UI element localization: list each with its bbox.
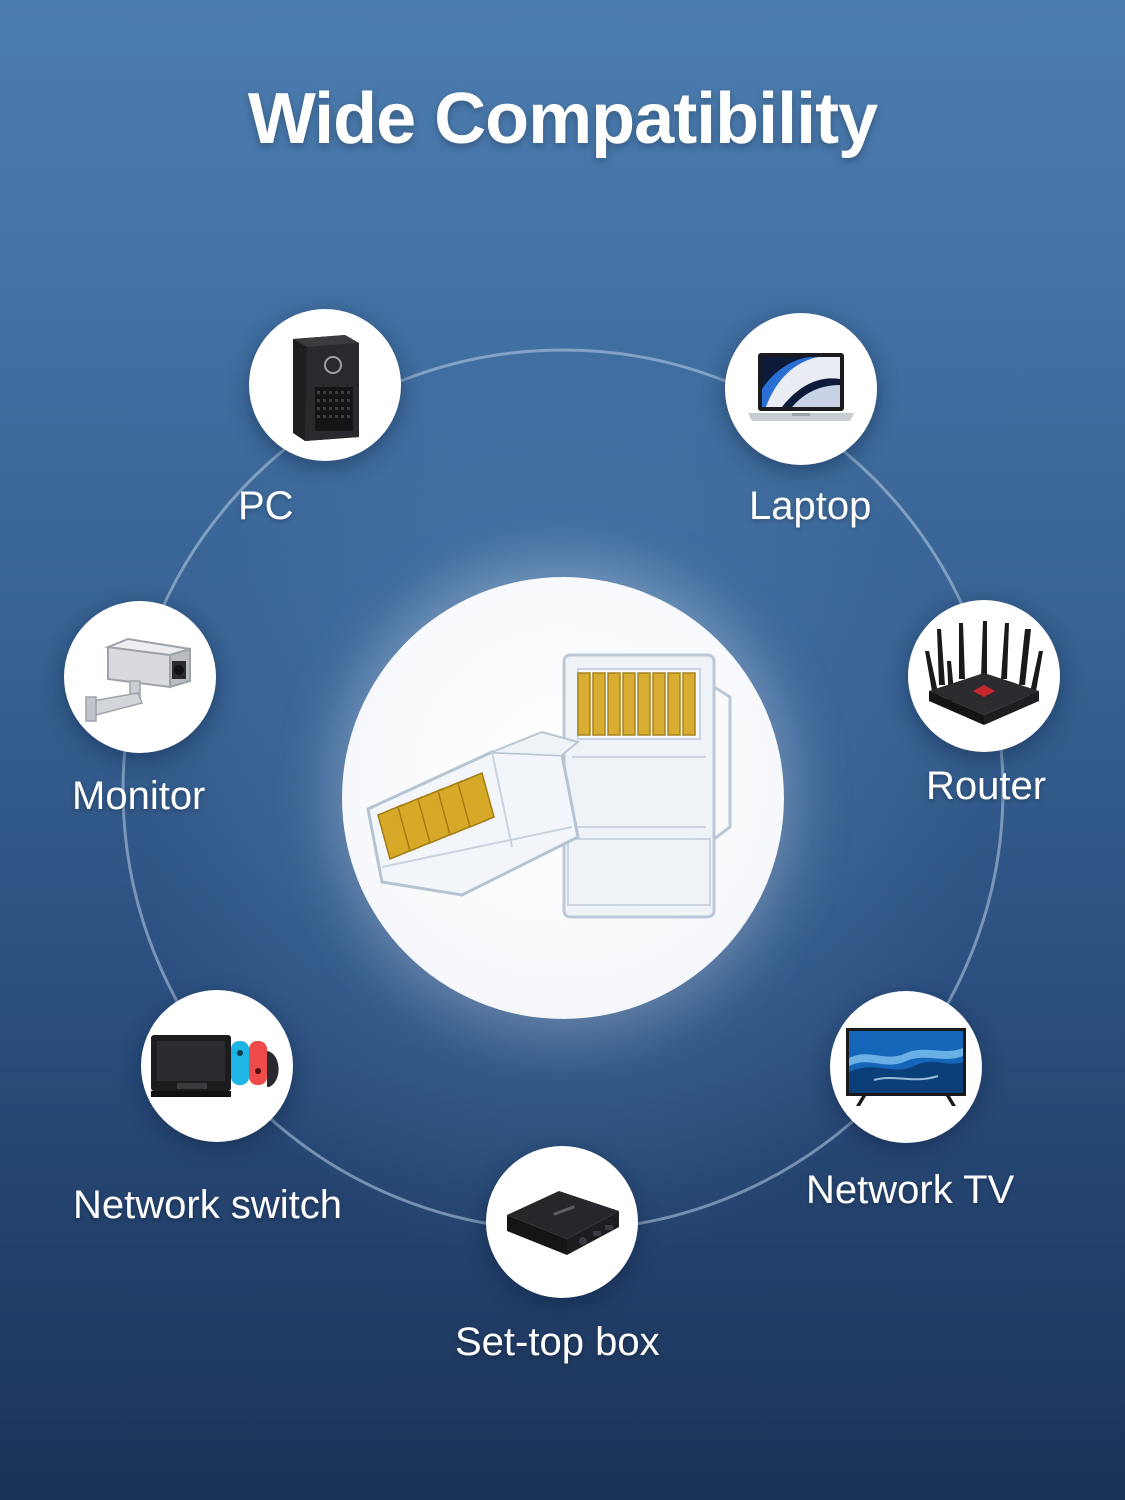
- device-label-network-tv: Network TV: [806, 1168, 1015, 1212]
- tv-icon: [846, 1028, 966, 1106]
- page-title: Wide Compatibility: [247, 79, 878, 159]
- pc-node: [249, 309, 401, 461]
- set-top-box-icon: [507, 1191, 619, 1255]
- router-icon: [925, 621, 1043, 725]
- game-console-icon: [151, 1035, 279, 1097]
- router-node: [908, 600, 1060, 752]
- device-label-router: Router: [926, 764, 1047, 808]
- device-label-monitor: Monitor: [72, 774, 206, 818]
- pc-tower-icon: [293, 335, 359, 441]
- monitor-node: [64, 601, 216, 753]
- rj45-connector-icon: [366, 653, 732, 919]
- laptop-node: [725, 313, 877, 465]
- security-camera-icon: [85, 637, 191, 722]
- laptop-icon: [748, 353, 854, 421]
- device-label-network-switch: Network switch: [73, 1183, 342, 1227]
- set-top-box-node: [486, 1146, 638, 1298]
- network-tv-node: [830, 991, 982, 1143]
- network-switch-node: [141, 990, 293, 1142]
- device-label-pc: PC: [238, 484, 294, 528]
- center-product-image: [342, 577, 784, 1019]
- device-label-set-top-box: Set-top box: [455, 1320, 660, 1364]
- device-label-laptop: Laptop: [749, 484, 872, 528]
